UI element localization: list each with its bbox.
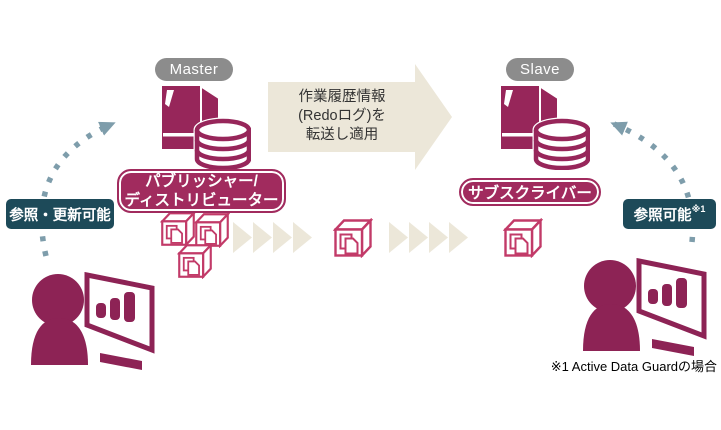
data-cube-icon — [160, 211, 196, 247]
subscriber-badge: サブスクライバー — [459, 178, 601, 206]
footnote-text: ※1 Active Data Guardの場合 — [550, 359, 717, 374]
footnote-marker: ※1 — [691, 204, 706, 214]
right-access-label: 参照可能 — [633, 208, 692, 224]
data-cube-icon — [503, 218, 543, 258]
monitor-chart-icon — [636, 258, 707, 356]
data-cube-icon — [194, 212, 230, 248]
right-user-icon — [583, 258, 707, 356]
distributor-label: ディストリビューター — [124, 192, 279, 209]
person-icon — [31, 274, 88, 365]
flow-chevrons-right — [389, 222, 468, 253]
left-access-badge: 参照・更新可能 — [6, 199, 114, 229]
chevron-right-icon — [389, 222, 408, 253]
chevron-right-icon — [253, 222, 272, 253]
left-dashed-arrow — [38, 121, 116, 257]
transfer-arrow-line3: 転送し適用 — [305, 127, 379, 143]
chevron-right-icon — [293, 222, 312, 253]
chevron-right-icon — [273, 222, 292, 253]
chevron-right-icon — [233, 222, 252, 253]
flow-chevrons-left — [233, 222, 312, 253]
data-cube-cluster — [160, 211, 232, 279]
chevron-right-icon — [449, 222, 468, 253]
master-server-icon — [160, 84, 251, 170]
slave-server-icon — [499, 84, 590, 170]
data-cube-icon — [177, 243, 213, 279]
transfer-arrow-line2: (Redoログ)を — [298, 108, 386, 124]
person-icon — [583, 260, 640, 351]
chevron-right-icon — [429, 222, 448, 253]
master-tag: Master — [155, 58, 233, 81]
publisher-label: パブリッシャー/ — [145, 173, 258, 190]
transfer-arrow-line1: 作業履歴情報 — [298, 89, 386, 105]
monitor-chart-icon — [84, 272, 155, 370]
chevron-right-icon — [409, 222, 428, 253]
database-icon — [193, 117, 251, 170]
database-icon — [532, 117, 590, 170]
right-access-badge: 参照可能※1 — [623, 199, 716, 229]
data-cube-icon — [333, 218, 373, 258]
transfer-arrow-icon — [268, 64, 452, 170]
left-user-icon — [31, 272, 155, 370]
publisher-distributor-badge: パブリッシャー/ ディストリビューター — [117, 169, 286, 213]
transfer-arrow-text: 作業履歴情報 (Redoログ)を 転送し適用 — [272, 88, 412, 145]
slave-tag: Slave — [506, 58, 574, 81]
